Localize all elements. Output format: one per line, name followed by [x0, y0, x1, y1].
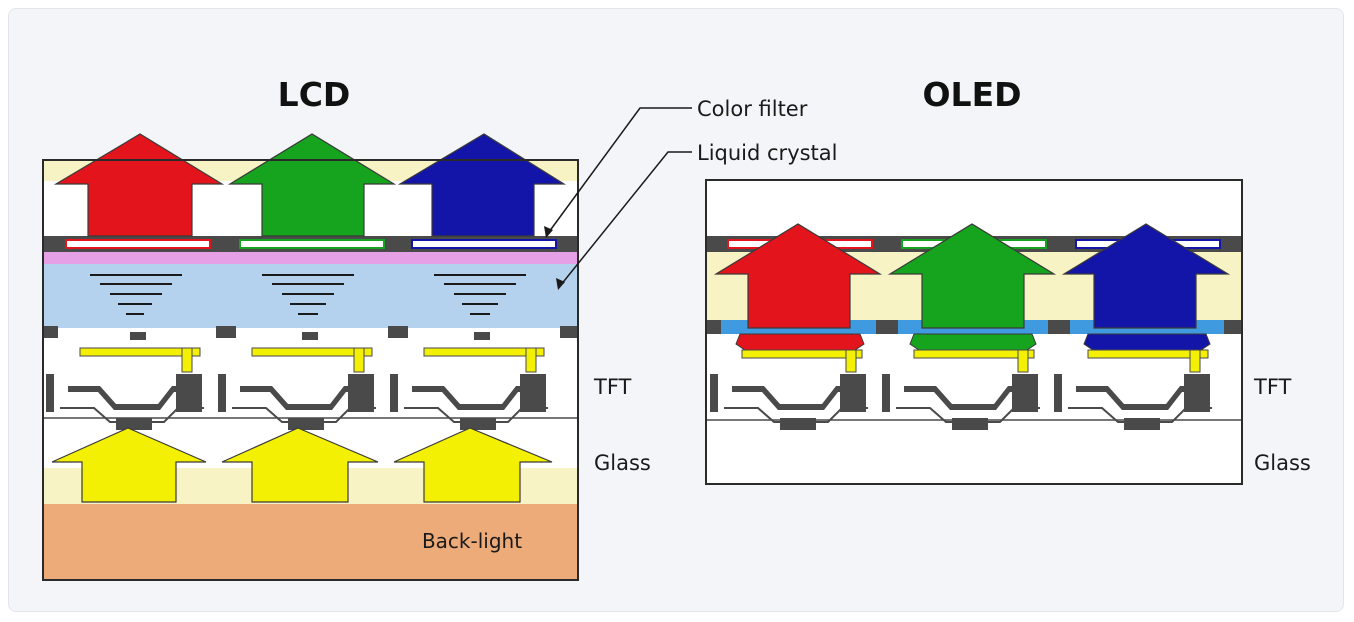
callout-lines — [545, 107, 692, 287]
oled-tft-label: TFT — [1253, 375, 1292, 399]
oled-arrow-blue — [1061, 223, 1231, 329]
oled-pixel-electrodes — [741, 349, 1209, 373]
lcd-pink-layer — [44, 252, 577, 264]
lcd-tft-label: TFT — [593, 375, 632, 399]
oled-output-arrows — [713, 223, 1231, 329]
backlight-label: Back-light — [422, 529, 522, 553]
lcd-glass-label: Glass — [594, 451, 651, 475]
lcd-liquid-crystal-layer — [44, 264, 577, 328]
lcd-lc-molecules — [90, 274, 526, 315]
lcd-pixel-electrodes — [79, 347, 545, 373]
oled-stack — [705, 179, 1243, 485]
oled-emitter-blue — [1083, 333, 1211, 353]
oled-glass-label: Glass — [1254, 451, 1311, 475]
color-filter-label: Color filter — [697, 97, 808, 121]
lcd-spacers — [44, 326, 577, 340]
oled-arrow-red — [713, 223, 883, 329]
lcd-filter-green — [239, 239, 385, 249]
lcd-title: LCD — [278, 75, 351, 114]
lcd-filter-red — [65, 239, 211, 249]
lcd-backlight-arrows — [51, 427, 553, 503]
lcd-stack: Back-light — [42, 133, 579, 581]
oled-emitter-red — [735, 333, 865, 353]
oled-title: OLED — [922, 75, 1021, 114]
oled-arrow-green — [887, 223, 1057, 329]
liquid-crystal-label: Liquid crystal — [697, 141, 838, 165]
lcd-backlight — [44, 504, 577, 579]
lcd-output-arrows — [53, 133, 567, 237]
oled-emitter-green — [909, 333, 1037, 353]
lcd-filter-blue — [411, 239, 557, 249]
